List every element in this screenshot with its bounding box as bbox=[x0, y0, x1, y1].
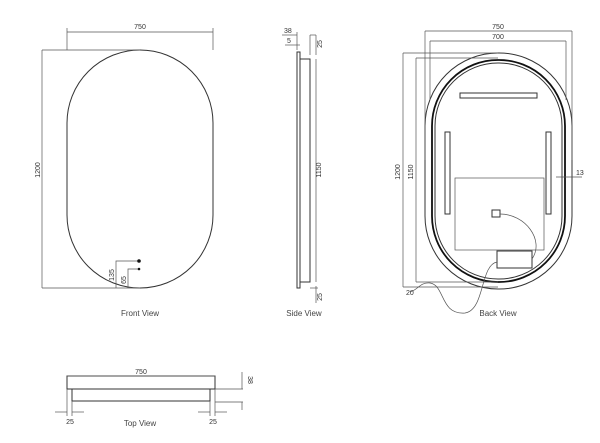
top-view-caption: Top View bbox=[124, 419, 157, 428]
led-strip-top bbox=[459, 92, 538, 99]
front-view: 750 1200 135 65 Front View bbox=[35, 24, 214, 318]
top-view: 750 38 25 25 Top View bbox=[55, 369, 253, 428]
top-right-gap-label: 25 bbox=[209, 419, 217, 426]
back-view: 750 700 1200 1150 13 20 Back View bbox=[395, 24, 584, 318]
driver-box bbox=[496, 250, 533, 269]
side-frame bbox=[299, 58, 311, 283]
top-left-gap-label: 25 bbox=[66, 419, 74, 426]
back-width-label: 750 bbox=[492, 24, 504, 31]
demister-pad bbox=[454, 177, 545, 251]
side-offset-label: 5 bbox=[287, 38, 291, 45]
back-inner-height-label: 1150 bbox=[408, 164, 415, 179]
top-frame bbox=[71, 388, 211, 402]
front-mirror-outline bbox=[66, 49, 214, 289]
sensor-dot-icon bbox=[137, 259, 141, 263]
side-top-gap-label: 25 bbox=[317, 40, 324, 48]
back-frame bbox=[431, 59, 566, 283]
led-strip-right bbox=[545, 131, 552, 215]
side-height-label: 1150 bbox=[316, 162, 323, 177]
side-view-caption: Side View bbox=[286, 309, 322, 318]
back-view-caption: Back View bbox=[479, 309, 516, 318]
power-cable bbox=[409, 261, 498, 314]
back-side-gap-label: 13 bbox=[576, 170, 584, 177]
front-dim-a: 135 bbox=[109, 269, 116, 281]
back-corner-label: 20 bbox=[406, 290, 414, 297]
front-view-caption: Front View bbox=[121, 309, 159, 318]
back-outer-outline bbox=[424, 52, 573, 290]
front-width-label: 750 bbox=[134, 24, 146, 31]
front-dim-b: 65 bbox=[121, 276, 128, 284]
switch-dot-icon bbox=[137, 267, 141, 271]
switch-icon bbox=[491, 209, 501, 218]
side-bottom-gap-label: 25 bbox=[317, 293, 324, 301]
front-height-label: 1200 bbox=[35, 162, 42, 178]
side-view: 38 5 25 1150 25 Side View bbox=[282, 28, 324, 318]
top-glass bbox=[66, 375, 216, 390]
back-inner-width-label: 700 bbox=[492, 34, 504, 41]
top-depth-label: 38 bbox=[246, 376, 253, 384]
side-depth-label: 38 bbox=[284, 28, 292, 35]
back-height-label: 1200 bbox=[395, 164, 402, 180]
top-width-label: 750 bbox=[135, 369, 147, 376]
led-strip-left bbox=[444, 131, 451, 215]
